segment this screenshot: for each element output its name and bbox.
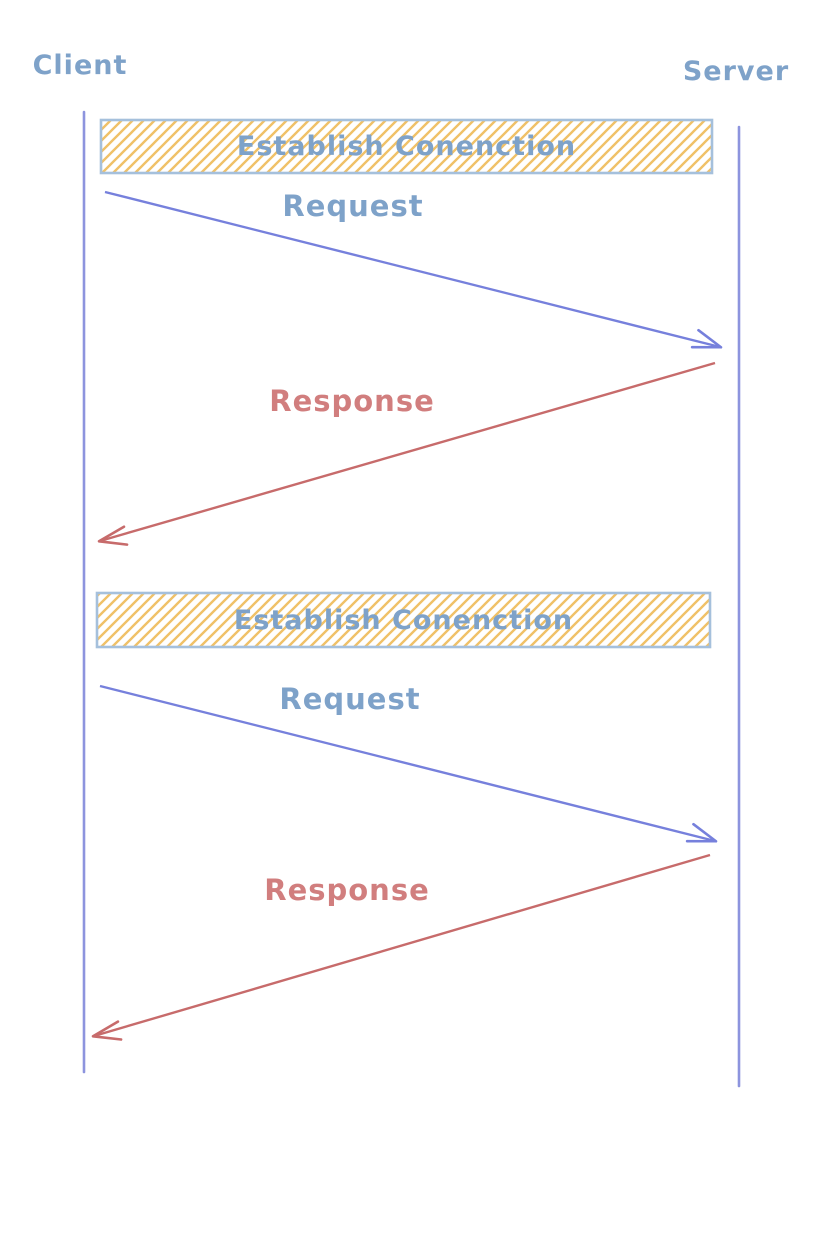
server-actor-label: Server <box>682 56 790 87</box>
client-actor-label: Client <box>32 50 128 81</box>
establish-connection-label-2: Establish Conenction <box>233 604 574 636</box>
request-arrow-1 <box>104 190 723 349</box>
response-arrow-2 <box>91 853 711 1041</box>
response-label-1: Response <box>269 384 435 418</box>
establish-connection-label-1: Establish Conenction <box>236 131 577 162</box>
response-label-2: Response <box>264 873 430 907</box>
request-label-2: Request <box>279 682 421 716</box>
request-arrow-2 <box>99 684 718 843</box>
establish-connection-box-1 <box>99 118 714 175</box>
response-arrow-1 <box>97 361 716 546</box>
establish-connection-box-2 <box>95 591 712 649</box>
request-label-1: Request <box>282 189 424 223</box>
